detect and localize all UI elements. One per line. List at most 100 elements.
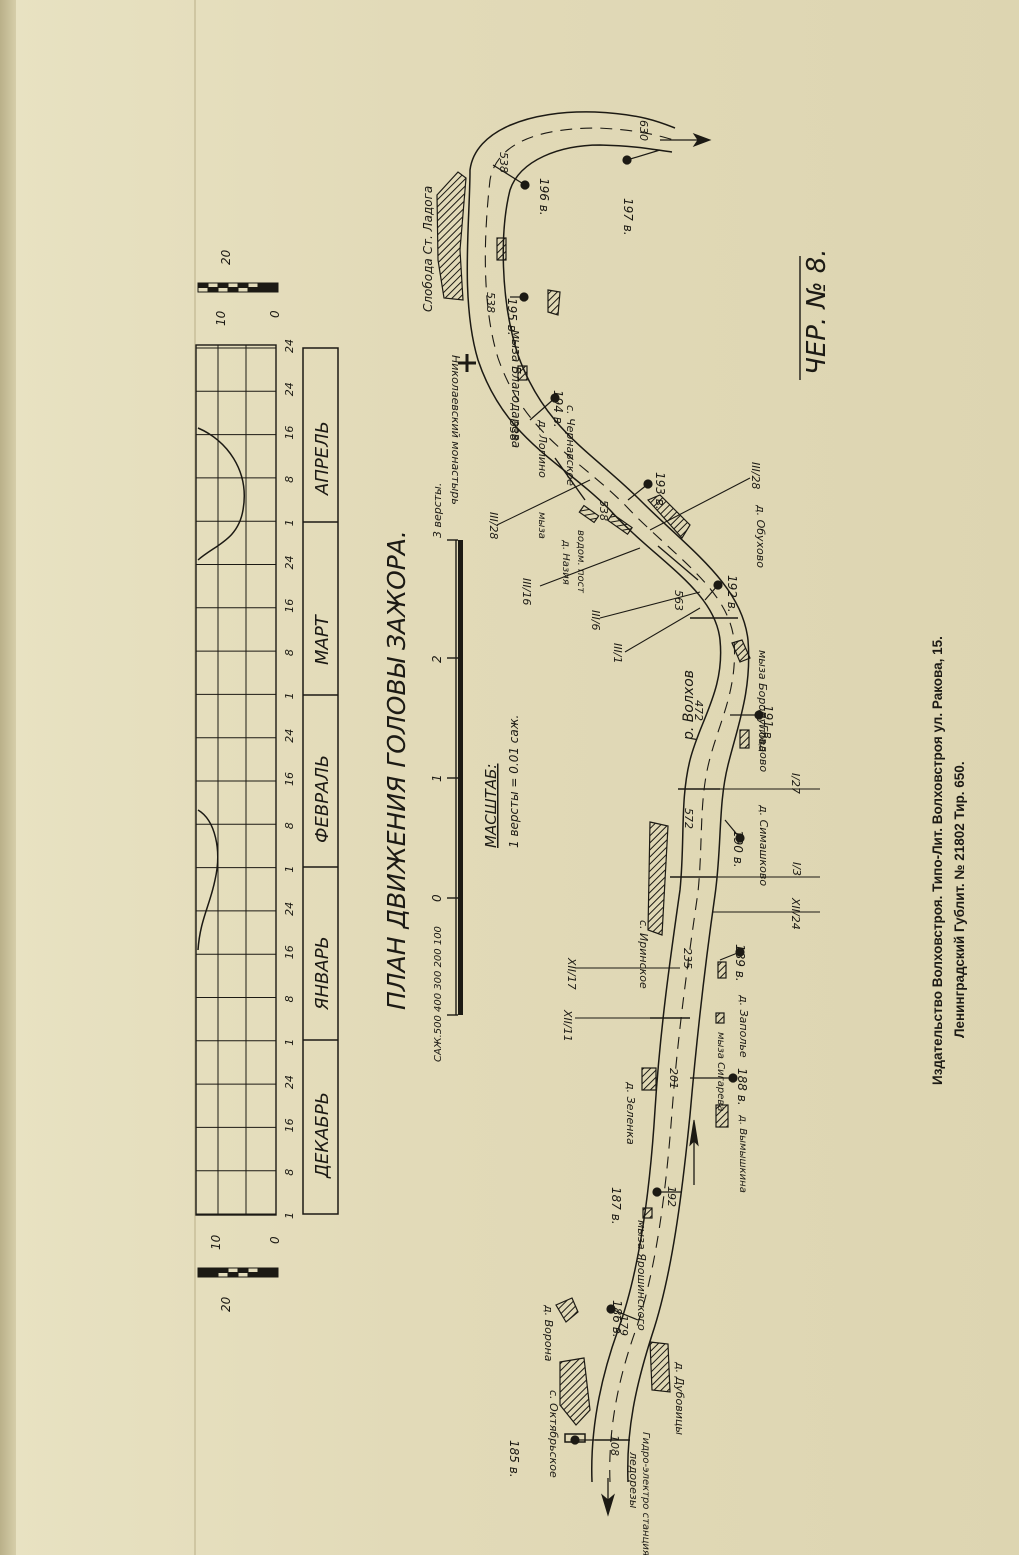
depth-label: 472: [692, 700, 705, 721]
month-april: АПРЕЛЬ: [312, 421, 333, 496]
scale-top-20: 20: [219, 249, 233, 265]
chart-gridlines: [196, 347, 276, 1215]
month-december: ДЕКАБРЬ: [312, 1092, 333, 1179]
scale-versts-label: 3 версты.: [431, 483, 444, 538]
station-label: 187 в.: [609, 1187, 623, 1225]
day-tick: 1: [283, 866, 296, 873]
chart-frame: [195, 344, 277, 1216]
verst-markers: [492, 149, 764, 1445]
day-tick: 1: [283, 1212, 296, 1219]
date-label: III/1: [611, 643, 624, 663]
jam-curve-april: [197, 427, 245, 561]
station-label: 193 в.: [653, 472, 667, 510]
place-label-yaroshinskogo: мыза Ярошинского: [635, 1220, 648, 1331]
month-january: ЯНВАРЬ: [312, 936, 333, 1011]
depth-label: 563: [672, 590, 685, 611]
depth-label: 538: [597, 500, 610, 521]
day-tick: 16: [283, 772, 296, 786]
date-label: III/6: [589, 610, 602, 630]
page-fold: [194, 0, 196, 1555]
settlement-chernavskoe: [547, 289, 561, 316]
date-label: XII/11: [561, 1009, 574, 1042]
verst-marker-icon: [652, 1187, 662, 1197]
day-tick: 8: [283, 649, 296, 656]
scale-ratio: 1 версты = 0.01 саж.: [507, 715, 521, 848]
timeline-chart: [195, 282, 339, 1278]
imprint-line-2: Ленинградский Гублит. № 21802 Тир. 650.: [952, 761, 967, 1038]
place-label-sloboda: Слобода Ст. Ладога: [421, 186, 435, 312]
settlement-nazio: [607, 513, 633, 535]
settlements: [436, 171, 751, 1426]
day-tick: 16: [283, 599, 296, 613]
settlement-myza: [578, 504, 600, 524]
station-label: 188 в.: [735, 1068, 749, 1106]
place-label-obukhovo: д. Обухово: [754, 504, 767, 568]
jam-curve-february: [197, 809, 219, 951]
settlement-oktyabrskoe: [559, 1357, 591, 1426]
verst-marker-icon: [519, 292, 529, 302]
settlement-sigarevo: [715, 1012, 725, 1024]
day-tick: 16: [283, 426, 296, 440]
month-march: МАРТ: [312, 613, 333, 665]
day-tick: 1: [283, 692, 296, 699]
scale-bottom-10: 10: [209, 1234, 223, 1250]
station-label: 195 в.: [505, 298, 519, 336]
settlement-yaroshinskogo: [642, 1207, 653, 1219]
month-boxes: [302, 347, 339, 1215]
place-label-vodpost: водом. пост: [575, 530, 586, 594]
verst-marker-icon: [728, 1073, 738, 1083]
place-label-zapolye: д. Заполье: [737, 994, 750, 1058]
settlement-vorona: [555, 1297, 579, 1323]
day-tick: 24: [283, 729, 296, 743]
settlement-borodulova: [731, 639, 751, 663]
depth-label: 201: [667, 1068, 680, 1089]
depth-label: 108: [608, 1435, 621, 1456]
settlement-blagodarevo: [496, 237, 507, 261]
distance-scale: [447, 539, 463, 1016]
verst-marker-icon: [643, 479, 653, 489]
verst-marker-icon: [606, 1304, 616, 1314]
verst-marker-icon: [520, 180, 530, 190]
verst-marker-icon: [550, 393, 560, 403]
settlement-lopino: [517, 365, 528, 381]
date-label: III/16: [520, 578, 533, 605]
imprint-line-1: Издательство Волховстроя. Типо-Лит. Волх…: [930, 636, 945, 1085]
month-labels: ДЕКАБРЬ ЯНВАРЬ ФЕВРАЛЬ МАРТ АПРЕЛЬ: [312, 421, 333, 1179]
date-label: XII/17: [565, 957, 578, 990]
place-label-gladovo: д. Гладово: [757, 709, 770, 772]
place-label-borodulova: мыза Бородулова: [756, 650, 769, 752]
depth-label: 538: [507, 420, 520, 441]
chart-scale-top: [197, 282, 279, 293]
depth-label: 538: [484, 292, 497, 313]
place-label-dubovitsy: д. Дубовицы: [673, 1361, 686, 1435]
date-label: I/3: [790, 862, 803, 876]
settlement-sloboda: [436, 171, 467, 301]
station-label: 189 в.: [733, 944, 747, 982]
scale-bottom-20: 20: [219, 1296, 233, 1312]
station-label: 190 в.: [731, 830, 745, 868]
place-label-simashkovo: д. Симашково: [757, 804, 770, 886]
chart-scale-bottom: [197, 1267, 279, 1278]
place-label-ledorezy: ледорезы: [627, 1451, 640, 1509]
depth-label: 179: [617, 1315, 630, 1336]
day-tick: 8: [283, 476, 296, 483]
day-tick: 1: [283, 1039, 296, 1046]
station-label: 185 в.: [507, 1440, 521, 1478]
date-label: III/28: [749, 462, 762, 489]
settlement-dubovitsy: [649, 1341, 671, 1393]
scale-tick-1: 1: [430, 774, 444, 782]
station-label: 191 в.: [761, 705, 775, 743]
day-tick: 24: [283, 902, 296, 916]
settlement-zelenka: [641, 1067, 657, 1091]
date-label: I/27: [789, 773, 802, 794]
day-tick: 8: [283, 1169, 296, 1176]
day-tick: 16: [283, 945, 296, 959]
date-label: III/28: [487, 512, 500, 539]
station-label: 197 в.: [621, 198, 635, 236]
scale-bottom-0: 0: [268, 1236, 282, 1244]
depth-label: 572: [682, 808, 695, 829]
place-label-vymyshkina: д. Вымышкина: [737, 1114, 748, 1193]
river-bank-left: [466, 111, 722, 1483]
settlement-gladovo: [739, 729, 750, 749]
